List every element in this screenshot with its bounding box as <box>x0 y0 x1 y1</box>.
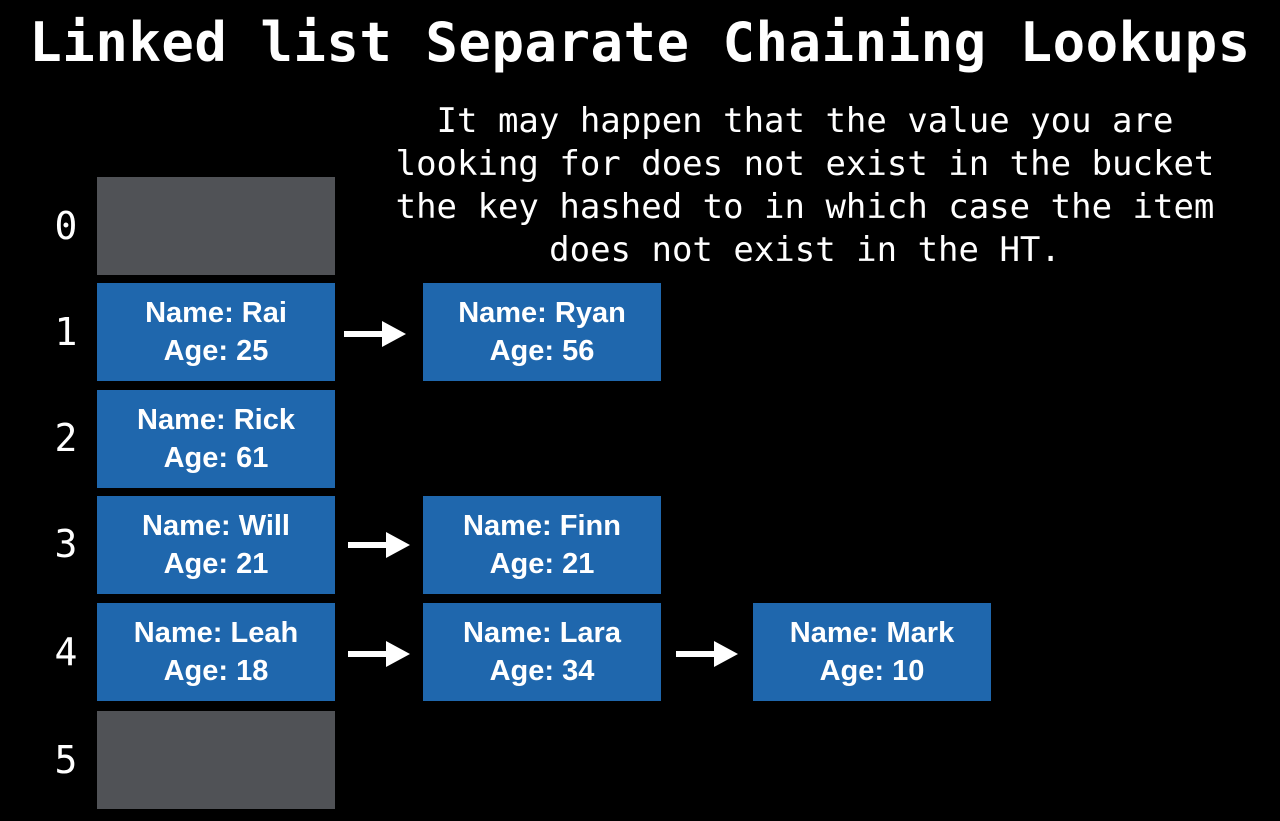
note-line: looking for does not exist in the bucket <box>395 144 1215 184</box>
node-name: Name: Rick <box>137 404 295 436</box>
node-rai: Name: Rai Age: 25 <box>97 283 335 381</box>
node-name: Name: Rai <box>145 297 287 329</box>
bucket-index-0: 0 <box>54 204 78 248</box>
node-name: Name: Ryan <box>458 297 626 329</box>
right-arrow-icon <box>348 641 410 667</box>
note-line: It may happen that the value you are <box>436 101 1174 141</box>
node-age: Age: 10 <box>819 655 925 687</box>
right-arrow-icon <box>344 321 406 347</box>
node-lara: Name: Lara Age: 34 <box>423 603 661 701</box>
note-line: does not exist in the HT. <box>549 230 1061 270</box>
node-age: Age: 21 <box>163 548 269 580</box>
node-name: Name: Mark <box>789 617 955 649</box>
empty-bucket-5 <box>97 711 335 809</box>
node-name: Name: Leah <box>133 617 299 649</box>
right-arrow-icon <box>676 641 738 667</box>
node-mark: Name: Mark Age: 10 <box>753 603 991 701</box>
node-age: Age: 25 <box>163 335 269 367</box>
node-leah: Name: Leah Age: 18 <box>97 603 335 701</box>
empty-bucket-0 <box>97 177 335 275</box>
node-name: Name: Will <box>142 510 290 542</box>
node-name: Name: Finn <box>463 510 621 542</box>
node-name: Name: Lara <box>463 617 621 649</box>
bucket-index-2: 2 <box>54 416 78 460</box>
node-will: Name: Will Age: 21 <box>97 496 335 594</box>
node-rick: Name: Rick Age: 61 <box>97 390 335 488</box>
node-age: Age: 18 <box>163 655 269 687</box>
note-line: the key hashed to in which case the item <box>395 187 1215 227</box>
node-age: Age: 56 <box>489 335 595 367</box>
node-ryan: Name: Ryan Age: 56 <box>423 283 661 381</box>
page-title: Linked list Separate Chaining Lookups <box>29 11 1251 74</box>
bucket-index-4: 4 <box>54 630 78 674</box>
node-finn: Name: Finn Age: 21 <box>423 496 661 594</box>
bucket-index-3: 3 <box>54 522 78 566</box>
node-age: Age: 21 <box>489 548 595 580</box>
explanation-note: It may happen that the value you are loo… <box>350 100 1260 272</box>
node-age: Age: 34 <box>489 655 595 687</box>
right-arrow-icon <box>348 532 410 558</box>
bucket-index-5: 5 <box>54 738 78 782</box>
node-age: Age: 61 <box>163 442 269 474</box>
bucket-index-1: 1 <box>54 310 78 354</box>
